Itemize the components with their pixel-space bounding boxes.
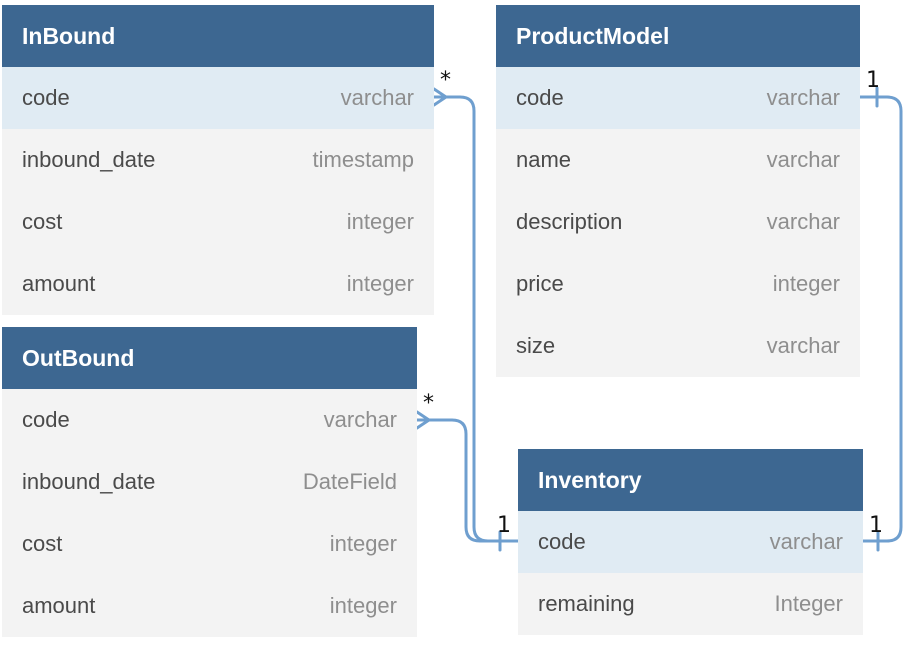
column-type: varchar: [766, 85, 840, 110]
column-name: size: [516, 333, 556, 358]
table-row[interactable]: code varchar: [2, 67, 434, 129]
connector-outbound-inventory: [415, 418, 520, 543]
table-title: InBound: [2, 5, 434, 67]
column-name: inbound_date: [22, 469, 156, 494]
column-name: code: [22, 407, 70, 432]
table-row[interactable]: amount integer: [2, 253, 434, 315]
many-marker-outbound: [415, 410, 432, 430]
table-row[interactable]: price integer: [496, 253, 860, 315]
column-type: integer: [772, 271, 840, 296]
column-name: name: [516, 147, 572, 172]
column-name: cost: [22, 531, 63, 556]
table-inbound[interactable]: InBound code varchar inbound_date timest…: [2, 5, 434, 315]
column-type: varchar: [766, 209, 840, 234]
column-type: varchar: [340, 85, 414, 110]
column-name: cost: [22, 209, 63, 234]
cardinality-productmodel: 1: [866, 68, 880, 93]
table-title: OutBound: [2, 327, 417, 389]
column-name: code: [22, 85, 70, 110]
column-type: timestamp: [312, 147, 414, 172]
table-row[interactable]: name varchar: [496, 129, 860, 191]
column-name: inbound_date: [22, 147, 156, 172]
column-name: price: [516, 271, 564, 296]
table-row[interactable]: code varchar: [2, 389, 417, 451]
cardinality-inbound: *: [440, 68, 451, 93]
column-name: code: [538, 529, 586, 554]
column-name: remaining: [538, 591, 635, 616]
column-name: description: [516, 209, 623, 234]
table-productmodel[interactable]: ProductModel code varchar name varchar d…: [496, 5, 860, 377]
table-row[interactable]: amount integer: [2, 575, 417, 637]
column-type: varchar: [766, 147, 840, 172]
column-name: amount: [22, 271, 96, 296]
table-row[interactable]: code varchar: [518, 511, 863, 573]
column-type: varchar: [323, 407, 397, 432]
cardinality-inventory-left-a: 1: [497, 513, 511, 538]
connector-productmodel-inventory: [858, 95, 903, 543]
column-name: amount: [22, 593, 96, 618]
table-row[interactable]: size varchar: [496, 315, 860, 377]
table-title: Inventory: [518, 449, 863, 511]
column-type: integer: [329, 531, 397, 556]
table-row[interactable]: cost integer: [2, 191, 434, 253]
cardinality-inventory-right: 1: [869, 513, 883, 538]
table-row[interactable]: inbound_date timestamp: [2, 129, 434, 191]
table-row[interactable]: inbound_date DateField: [2, 451, 417, 513]
cardinality-outbound: *: [423, 391, 434, 416]
column-type: varchar: [769, 529, 843, 554]
column-type: varchar: [766, 333, 840, 358]
table-inventory[interactable]: Inventory code varchar remaining Integer: [518, 449, 863, 635]
table-row[interactable]: code varchar: [496, 67, 860, 129]
column-type: integer: [346, 271, 414, 296]
column-type: DateField: [302, 469, 397, 494]
table-row[interactable]: remaining Integer: [518, 573, 863, 635]
table-row[interactable]: description varchar: [496, 191, 860, 253]
table-row[interactable]: cost integer: [2, 513, 417, 575]
table-outbound[interactable]: OutBound code varchar inbound_date DateF…: [2, 327, 417, 637]
column-name: code: [516, 85, 564, 110]
many-marker-inbound: [432, 87, 449, 107]
column-type: integer: [346, 209, 414, 234]
column-type: Integer: [774, 591, 844, 616]
table-title: ProductModel: [496, 5, 860, 67]
column-type: integer: [329, 593, 397, 618]
